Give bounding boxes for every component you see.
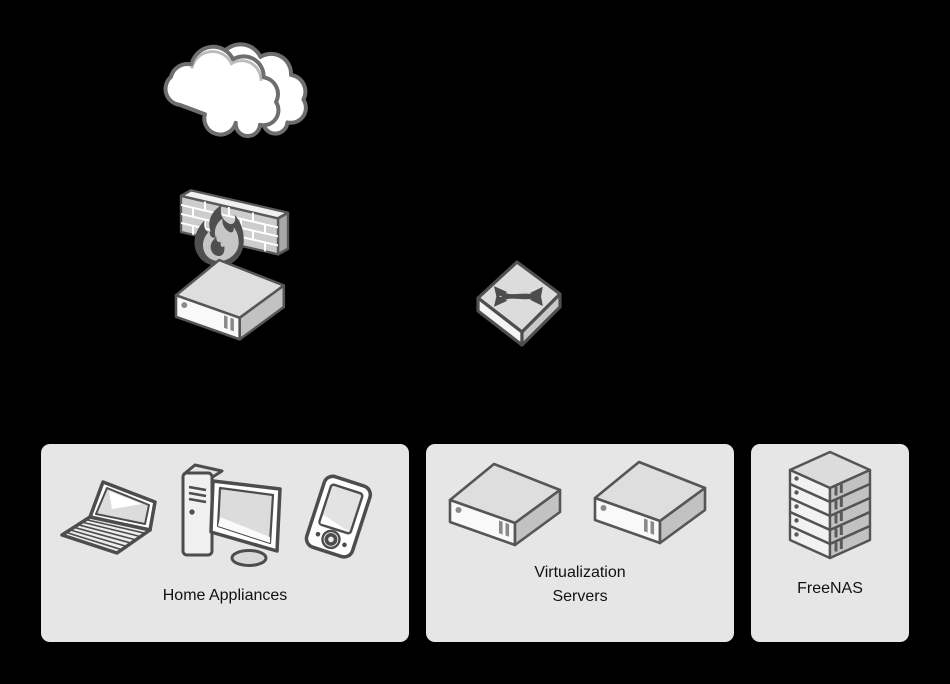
panel-freenas-label: FreeNAS: [797, 580, 863, 597]
panel-freenas: FreeNAS: [751, 444, 909, 642]
router-icon: [174, 258, 286, 341]
panel-home-appliances-label: Home Appliances: [162, 587, 288, 604]
internet-cloud-icon: [155, 32, 320, 150]
switch-arrows-glyph: [493, 286, 543, 307]
panel-virtualization-servers-label: Virtualization Servers: [534, 564, 626, 605]
flame-icon: [194, 205, 244, 267]
panel-home-appliances: Home Appliances: [41, 444, 409, 642]
network-switch-icon: [476, 260, 562, 347]
panel-virtualization-servers: Virtualization Servers: [426, 444, 734, 642]
firewall-icon: [179, 189, 290, 267]
